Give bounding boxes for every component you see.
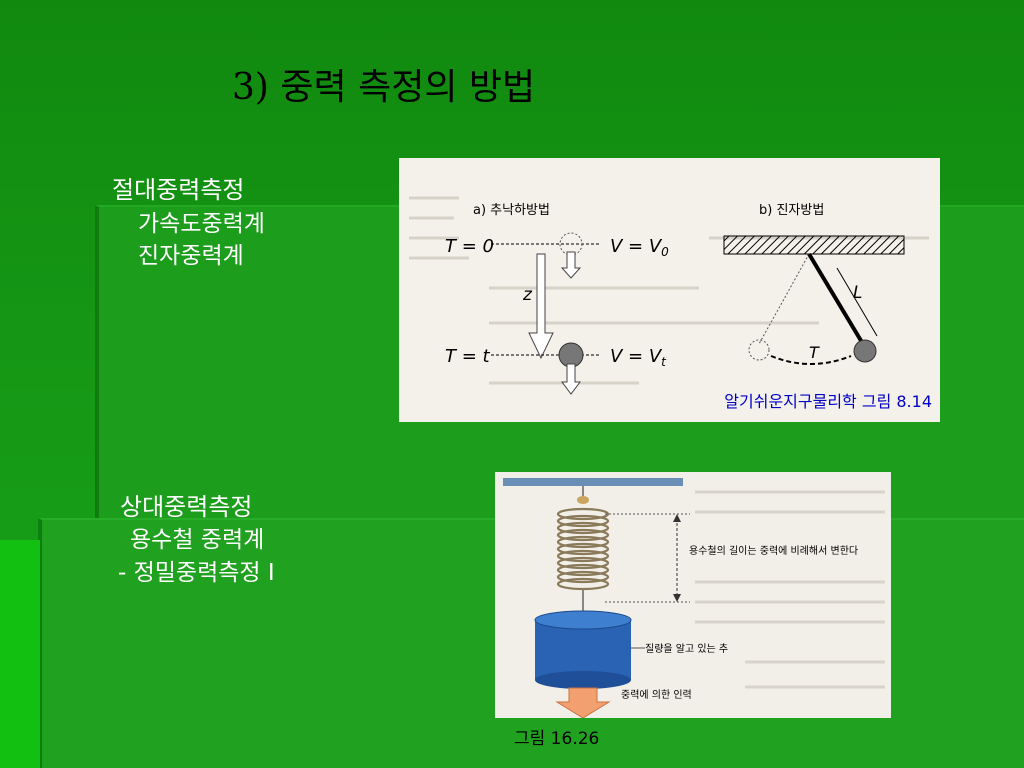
label-t1: T = t: [445, 346, 491, 367]
label-L: L: [853, 283, 862, 303]
label-z: z: [522, 285, 533, 305]
figure2-caption: 그림 16.26: [514, 729, 600, 749]
label-v0: V = V0: [610, 236, 669, 259]
length-indicator: [836, 267, 878, 337]
mass-cylinder-bottom: [535, 671, 631, 689]
spring-coils: [556, 507, 610, 591]
relative-item-precision: - 정밀중력측정 I: [118, 560, 275, 586]
label-vt: V = Vt: [610, 346, 667, 369]
figure1-caption: 알기쉬운지구물리학 그림 8.14: [724, 392, 932, 411]
background-text-lines: [695, 490, 885, 689]
relative-item-spring: 용수철 중력계: [130, 527, 265, 553]
pendulum-string: [807, 252, 865, 346]
arrow-down-small-icon: [560, 251, 582, 279]
label-falling-method: a) 추낙하방법: [473, 203, 550, 218]
relative-heading: 상대중력측정: [120, 493, 253, 521]
pendulum-dotted-string: [758, 253, 810, 345]
arrow-down-small-icon: [561, 363, 581, 395]
figure-absolute-gravity: a) 추낙하방법 b) 진자방법 T = 0 V = V0 z T = t V …: [399, 158, 940, 422]
mass-cylinder: [535, 620, 631, 680]
swing-arc: [770, 355, 852, 365]
pendulum-dotted-bob: [748, 339, 770, 361]
background-band: [0, 540, 40, 768]
slide-title: 3) 중력 측정의 방법: [232, 67, 536, 108]
label-t0: T = 0: [445, 236, 494, 257]
top-support-bar: [503, 478, 683, 486]
gravity-arrow-icon: [555, 687, 611, 718]
label-gravity-force: 중력에 의한 인력: [621, 689, 692, 701]
spring-top-cap: [577, 496, 589, 504]
absolute-heading: 절대중력측정: [112, 176, 245, 204]
ceiling-hatch: [723, 235, 905, 255]
label-spring-length: 용수철의 길이는 중력에 비례해서 변한다: [689, 544, 858, 557]
figure-absolute-diagram: a) 추낙하방법 b) 진자방법 T = 0 V = V0 z T = t V …: [409, 196, 929, 395]
label-known-mass: 질량을 알고 있는 추: [645, 643, 728, 655]
pendulum-bob: [853, 339, 877, 363]
label-pendulum-method: b) 진자방법: [759, 203, 824, 218]
mass-cylinder-top: [534, 610, 632, 630]
absolute-item-pendulum: 진자중력계: [138, 243, 244, 269]
label-period-T: T: [809, 343, 820, 362]
absolute-item-accel: 가속도중력계: [138, 211, 265, 237]
arrow-z-icon: [528, 253, 554, 360]
figure-spring-gravimeter: 용수철의 길이는 중력에 비례해서 변한다 질량을 알고 있는 추 중력에 의한…: [495, 472, 891, 718]
mass-end: [558, 342, 584, 368]
figure-spring-diagram: 용수철의 길이는 중력에 비례해서 변한다 질량을 알고 있는 추 중력에 의한…: [503, 478, 885, 718]
